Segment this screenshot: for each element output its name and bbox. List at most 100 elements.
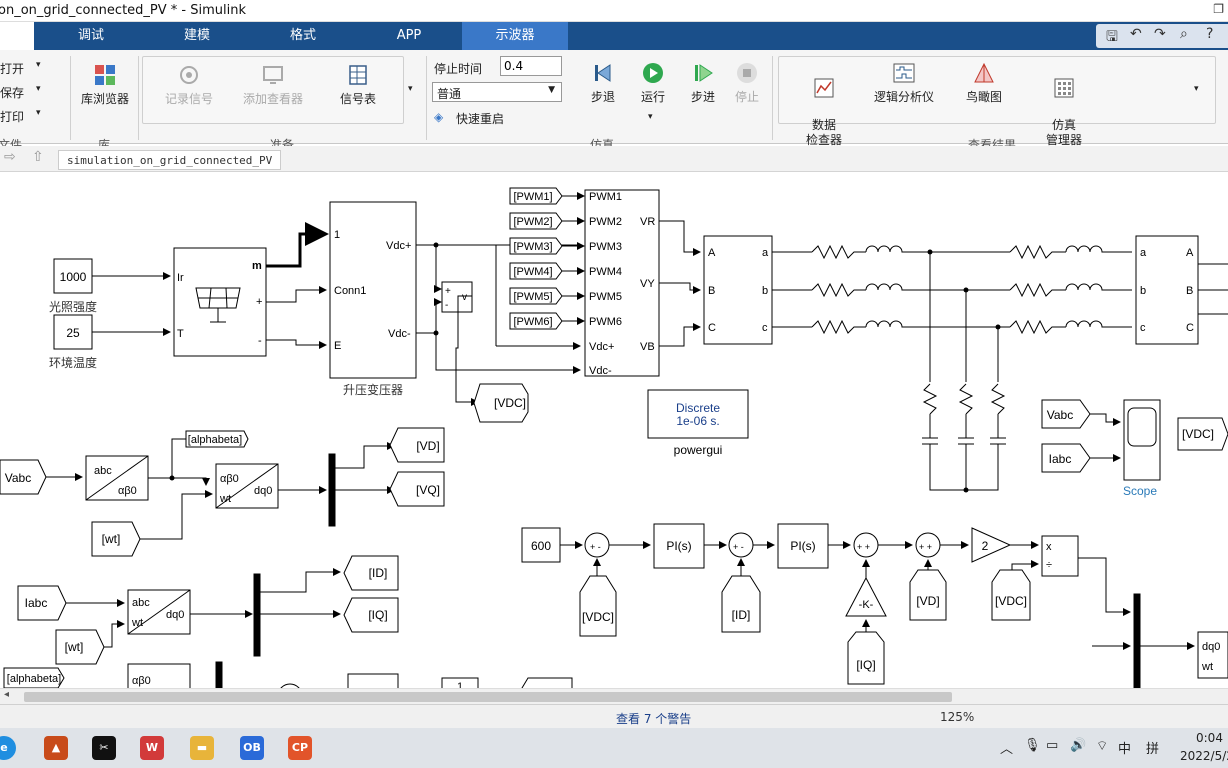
help-icon[interactable]: ? xyxy=(1206,26,1214,42)
tray-chevron-icon[interactable]: ︿ xyxy=(1000,742,1014,757)
voltage-measurement-block[interactable] xyxy=(441,281,473,313)
edge-browser-icon[interactable]: e xyxy=(0,736,16,760)
file-explorer-icon[interactable]: ▬ xyxy=(190,736,214,760)
pi-controller-2[interactable] xyxy=(777,523,829,569)
fast-restart-button[interactable]: 快速重启 xyxy=(456,112,505,126)
vabc-from-tag[interactable] xyxy=(1041,399,1091,429)
chevron-down-icon[interactable]: ▾ xyxy=(408,84,413,94)
vq-goto-tag[interactable] xyxy=(389,471,445,507)
add-viewer-button[interactable]: 添加查看器 xyxy=(238,64,308,107)
vdc-from-tag-right[interactable] xyxy=(1177,417,1228,451)
alphabeta-goto-tag[interactable] xyxy=(185,430,249,448)
microphone-icon[interactable]: 🎙 xyxy=(1024,738,1041,753)
dq0-to-abc-block[interactable] xyxy=(1197,631,1228,679)
alphabeta-to-dq0-block-2[interactable] xyxy=(127,663,191,688)
scroll-left-icon[interactable]: ◂ xyxy=(4,689,10,700)
vdc-goto-tag[interactable] xyxy=(473,383,529,423)
undo-icon[interactable]: ↶ xyxy=(1130,26,1142,42)
log-signal-button[interactable]: 记录信号 xyxy=(158,64,220,107)
tab-debug[interactable]: 调试 xyxy=(77,28,104,43)
redo-icon[interactable]: ↷ xyxy=(1154,26,1166,42)
tab-app[interactable]: APP xyxy=(396,28,422,43)
gain-k-block[interactable] xyxy=(845,576,887,617)
chevron-down-icon[interactable]: ▾ xyxy=(36,60,41,70)
powergui-block[interactable] xyxy=(647,389,749,439)
vd-from-tag[interactable] xyxy=(909,569,947,621)
id-goto-tag[interactable] xyxy=(343,555,399,591)
pi-controller-1[interactable] xyxy=(653,523,705,569)
iabc-from-tag-left[interactable] xyxy=(17,585,67,621)
file-save[interactable]: 保存 xyxy=(0,86,25,100)
divide-block[interactable] xyxy=(1041,535,1079,577)
iq-from-tag[interactable] xyxy=(847,631,885,685)
alphabeta-from-tag[interactable] xyxy=(3,667,65,688)
volume-icon[interactable]: 🔊 xyxy=(1070,738,1087,753)
scrollbar-thumb[interactable] xyxy=(24,692,952,702)
clock-time[interactable]: 0:04 xyxy=(1196,731,1223,745)
restore-icon[interactable]: ❐ xyxy=(1213,2,1224,16)
demux-block[interactable] xyxy=(328,453,336,527)
up-arrow-icon[interactable]: ⇧ xyxy=(32,149,44,165)
tab-format[interactable]: 格式 xyxy=(289,28,316,43)
chevron-down-icon[interactable]: ▾ xyxy=(36,108,41,118)
wt-from-tag[interactable] xyxy=(91,521,141,557)
data-inspector-button[interactable]: 数据 检查器 xyxy=(798,62,850,148)
search-icon[interactable]: ⌕ xyxy=(1180,26,1188,42)
gain-2-block[interactable] xyxy=(971,527,1012,563)
zoom-level[interactable]: 125% xyxy=(940,710,975,724)
ime-mode-indicator[interactable]: 拼 xyxy=(1146,742,1160,757)
ob-app-icon[interactable]: OB xyxy=(240,736,264,760)
back-arrow-icon[interactable]: ⇨ xyxy=(4,149,16,165)
battery-icon[interactable]: ▭ xyxy=(1046,738,1059,753)
breadcrumb[interactable]: simulation_on_grid_connected_PV xyxy=(58,150,282,170)
run-button[interactable]: 运行 xyxy=(636,62,670,105)
sim-manager-button[interactable]: 仿真 管理器 xyxy=(1038,62,1090,148)
capcut-icon[interactable]: ✂ xyxy=(92,736,116,760)
wps-icon[interactable]: W xyxy=(140,736,164,760)
iq-goto-tag[interactable] xyxy=(343,597,399,633)
cp-app-icon[interactable]: CP xyxy=(288,736,312,760)
file-print[interactable]: 打印 xyxy=(0,110,25,124)
ime-indicator[interactable]: 中 xyxy=(1118,742,1132,757)
logic-analyzer-button[interactable]: 逻辑分析仪 xyxy=(872,62,936,105)
fast-restart-icon: ◈ xyxy=(434,110,444,124)
tab-scope[interactable]: 示波器 xyxy=(462,22,568,50)
birds-eye-button[interactable]: 鸟瞰图 xyxy=(960,62,1008,105)
horizontal-scrollbar[interactable]: ◂ xyxy=(0,688,1228,704)
tab-file[interactable] xyxy=(0,22,34,50)
signal-table-button[interactable]: 信号表 xyxy=(330,64,386,107)
vi-measurement-block-2[interactable] xyxy=(1135,235,1199,345)
boost-converter-block[interactable] xyxy=(329,201,417,379)
chevron-down-icon[interactable]: ▾ xyxy=(36,84,41,94)
vdc-from-tag-1[interactable] xyxy=(579,575,617,637)
tab-modeling[interactable]: 建模 xyxy=(183,28,210,43)
warnings-link[interactable]: 查看 7 个警告 xyxy=(616,712,692,726)
sim-mode-select[interactable]: 普通 ▼ xyxy=(432,82,562,102)
demux-block-2[interactable] xyxy=(253,573,261,657)
model-canvas[interactable]: 1000 25 光照强度 环境温度 Ir T m + - 1 Conn1 E V… xyxy=(0,172,1228,688)
iabc-from-tag[interactable] xyxy=(1041,443,1091,473)
temperature-constant-block[interactable] xyxy=(53,314,93,350)
clock-date[interactable]: 2022/5/2 xyxy=(1180,749,1228,763)
pv-port-plus: + xyxy=(256,296,262,308)
stop-button[interactable]: 停止 xyxy=(730,62,764,105)
save-icon[interactable]: 🖫 xyxy=(1106,29,1118,45)
vabc-from-tag-left[interactable] xyxy=(0,459,47,495)
library-browser-button[interactable]: 库浏览器 xyxy=(78,64,132,107)
const-600-block[interactable] xyxy=(521,527,561,563)
matlab-icon[interactable]: ▲ xyxy=(44,736,68,760)
step-forward-button[interactable]: 步进 xyxy=(686,62,720,105)
step-back-button[interactable]: 步退 xyxy=(586,62,620,105)
vi-measurement-block-1[interactable] xyxy=(703,235,773,345)
stop-time-input[interactable] xyxy=(500,56,562,76)
id-from-tag[interactable] xyxy=(721,575,761,633)
wt-from-tag-2[interactable] xyxy=(55,629,105,665)
chevron-down-icon[interactable]: ▾ xyxy=(1194,84,1199,94)
vd-goto-tag[interactable] xyxy=(389,427,445,463)
file-open[interactable]: 打开 xyxy=(0,62,25,76)
wifi-icon[interactable]: ⌔ xyxy=(1096,739,1109,754)
chevron-down-icon[interactable]: ▾ xyxy=(648,112,653,122)
mux-block[interactable] xyxy=(1133,593,1141,688)
inverter-block[interactable] xyxy=(584,189,660,377)
vdc-from-tag-2[interactable] xyxy=(991,569,1031,621)
